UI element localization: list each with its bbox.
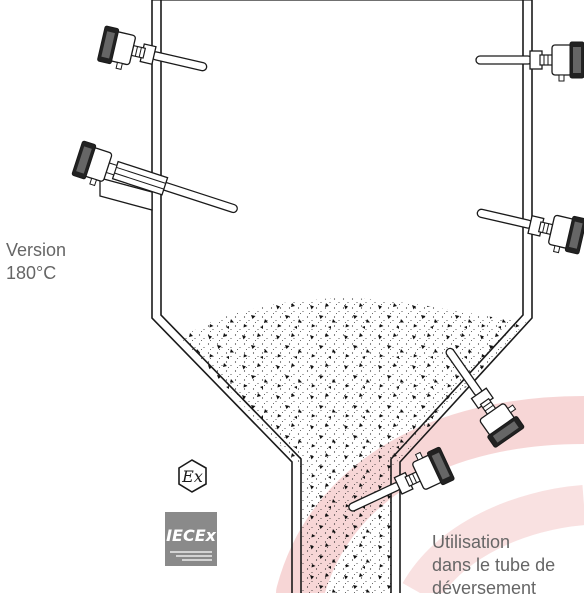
version-180-label-line2: 180°C [6, 263, 57, 283]
discharge-tube-label-line1: Utilisation [432, 532, 511, 552]
sensor-top-right [475, 41, 584, 82]
version-180-label-line1: Version [6, 240, 67, 260]
svg-text:IECEx: IECEx [166, 526, 217, 545]
ex-icon: Ex [178, 459, 207, 493]
sensor-middle-right [472, 194, 584, 258]
iecex-logo: IECEx [165, 512, 217, 566]
extension-bracket [99, 177, 153, 211]
svg-text:Ex: Ex [181, 467, 203, 486]
bulk-material-chips [181, 298, 526, 593]
silo-inner-wall [160, 0, 524, 593]
sensor-top-left [95, 25, 212, 89]
version-180-label: Version 180°C [6, 239, 66, 285]
discharge-tube-label: Utilisation dans le tube de déversement [432, 531, 555, 600]
discharge-tube-label-line3: déversement [432, 578, 537, 598]
discharge-tube-label-line2: dans le tube de [432, 555, 556, 575]
watermark-arc-lower [402, 485, 584, 593]
silo-outer-wall [151, 0, 533, 593]
sensor-180-version [70, 140, 244, 231]
